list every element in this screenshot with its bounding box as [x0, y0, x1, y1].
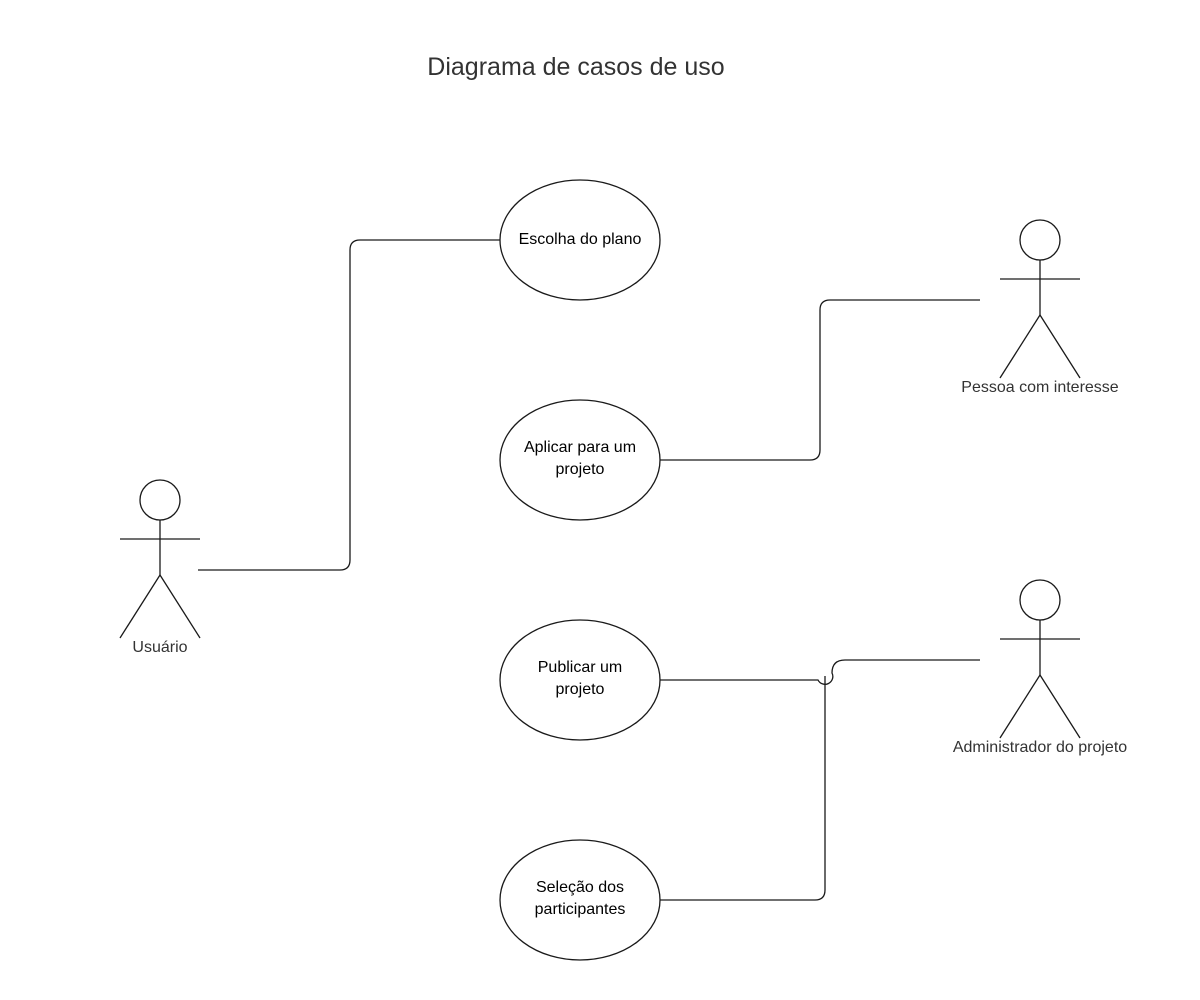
- actor-pessoa-com-interesse[interactable]: Pessoa com interesse: [961, 219, 1119, 396]
- connector-admin-selecao-participantes[interactable]: [660, 676, 826, 901]
- use-case-ellipse[interactable]: [499, 619, 661, 741]
- connectors: [198, 239, 980, 901]
- connector-pessoa-aplicar-projeto[interactable]: [660, 299, 980, 461]
- use-case-selecao-dos-participantes[interactable]: Seleção dos participantes: [499, 839, 661, 961]
- actor-label: Usuário: [132, 639, 187, 656]
- diagram-title: Diagrama de casos de uso: [427, 53, 724, 81]
- use-case-label-line-2: projeto: [556, 461, 605, 478]
- use-case-escolha-do-plano[interactable]: Escolha do plano: [499, 179, 661, 301]
- actor-usuario[interactable]: Usuário: [119, 479, 201, 656]
- stick-figure-icon: [119, 479, 201, 639]
- use-case-label-line-1: Aplicar para um: [524, 439, 636, 456]
- use-case-aplicar-para-um-projeto[interactable]: Aplicar para um projeto: [499, 399, 661, 521]
- connector-admin-publicar-projeto[interactable]: [660, 659, 980, 685]
- actor-administrador-do-projeto[interactable]: Administrador do projeto: [953, 579, 1127, 756]
- use-case-label-line-1: Seleção dos: [536, 879, 624, 896]
- use-case-label-line-2: projeto: [556, 681, 605, 698]
- use-case-label-line-2: participantes: [535, 901, 626, 918]
- use-case-ellipse[interactable]: [499, 839, 661, 961]
- actor-label: Pessoa com interesse: [961, 379, 1119, 396]
- actor-label: Administrador do projeto: [953, 739, 1127, 756]
- use-case-publicar-um-projeto[interactable]: Publicar um projeto: [499, 619, 661, 741]
- use-case-label-line-1: Publicar um: [538, 659, 622, 676]
- use-case-ellipse[interactable]: [499, 179, 661, 301]
- use-case-ellipse[interactable]: [499, 399, 661, 521]
- stick-figure-icon: [999, 219, 1081, 379]
- connector-usuario-escolha-do-plano[interactable]: [198, 239, 500, 571]
- stick-figure-icon: [999, 579, 1081, 739]
- use-case-label: Escolha do plano: [519, 231, 642, 248]
